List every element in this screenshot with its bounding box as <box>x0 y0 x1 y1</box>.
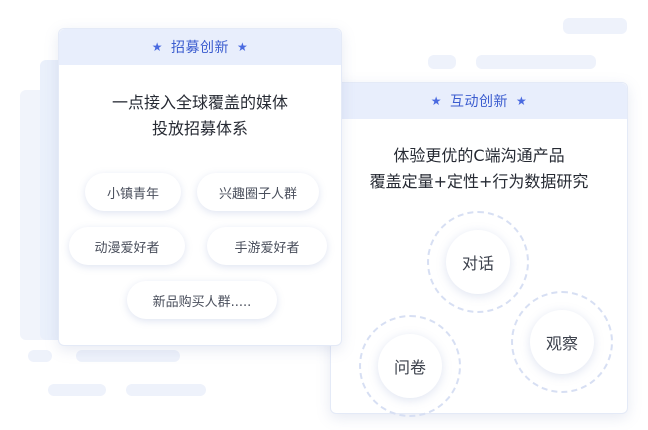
bubble-dialog-label: 对话 <box>446 230 510 294</box>
description-line: 体验更优的C端沟通产品 <box>393 146 565 165</box>
description-line: 覆盖定量+定性+行为数据研究 <box>369 172 589 191</box>
interaction-card-description: 体验更优的C端沟通产品 覆盖定量+定性+行为数据研究 <box>331 143 627 195</box>
star-icon: ★ <box>151 40 163 54</box>
star-icon: ★ <box>430 94 442 108</box>
deco-block <box>428 55 456 69</box>
deco-block <box>76 350 180 362</box>
tag-mobile-game-fans: 手游爱好者 <box>207 227 327 265</box>
bubble-survey-label: 问卷 <box>378 334 442 398</box>
bubble-observe: 观察 <box>511 291 613 393</box>
tag-small-town-youth: 小镇青年 <box>85 173 181 211</box>
bubble-observe-label: 观察 <box>530 310 594 374</box>
recruitment-card-title: 招募创新 <box>171 40 229 56</box>
bubble-dialog: 对话 <box>427 211 529 313</box>
recruitment-card-header: ★ 招募创新 ★ <box>59 29 341 65</box>
description-line: 一点接入全球覆盖的媒体 <box>111 93 288 112</box>
tag-interest-circle: 兴趣圈子人群 <box>197 173 319 211</box>
tag-anime-fans: 动漫爱好者 <box>69 227 185 265</box>
recruitment-card: ★ 招募创新 ★ 一点接入全球覆盖的媒体 投放招募体系 小镇青年 兴趣圈子人群 … <box>58 28 342 346</box>
interaction-card: ★ 互动创新 ★ 体验更优的C端沟通产品 覆盖定量+定性+行为数据研究 对话 观… <box>330 82 628 417</box>
recruitment-card-description: 一点接入全球覆盖的媒体 投放招募体系 <box>59 90 341 142</box>
deco-block <box>563 18 627 34</box>
interaction-card-title: 互动创新 <box>450 94 508 110</box>
description-line: 投放招募体系 <box>151 119 248 138</box>
deco-block <box>476 55 596 69</box>
tag-new-product-buyers: 新品购买人群..... <box>127 281 277 319</box>
bubble-survey: 问卷 <box>359 315 461 417</box>
deco-block <box>48 384 106 396</box>
star-icon: ★ <box>237 40 249 54</box>
deco-block <box>126 384 206 396</box>
deco-block <box>28 350 52 362</box>
interaction-card-header: ★ 互动创新 ★ <box>331 83 627 119</box>
star-icon: ★ <box>516 94 528 108</box>
